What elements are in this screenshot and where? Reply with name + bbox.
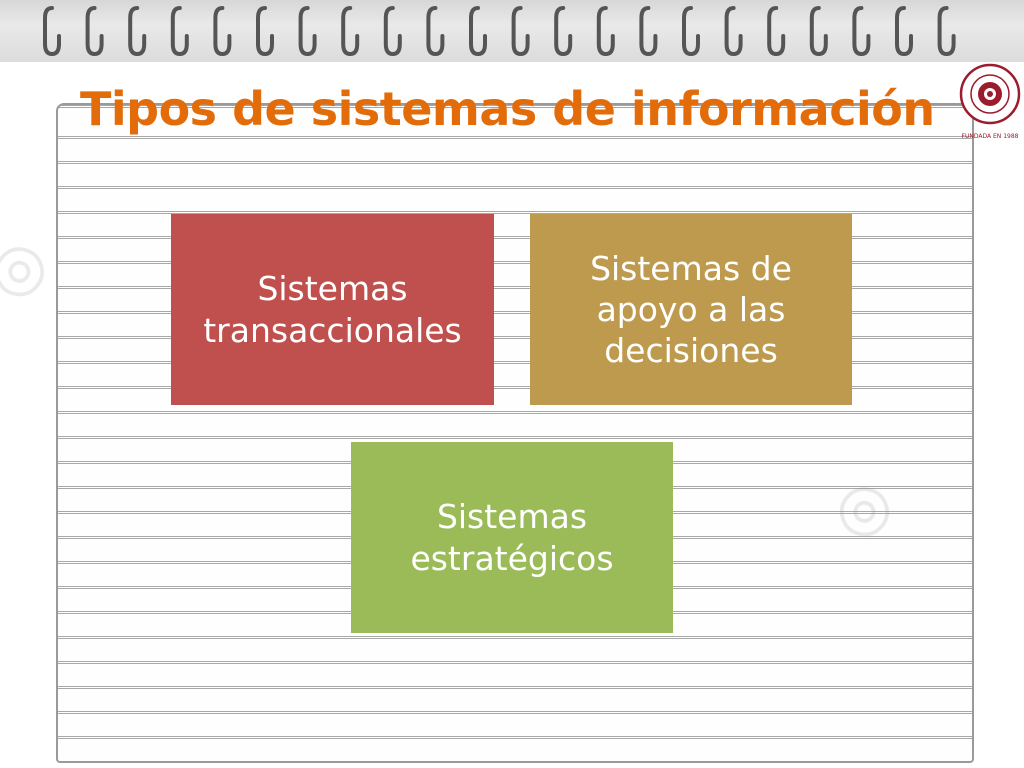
spiral-ring: [85, 6, 104, 57]
box-sistemas-apoyo-decisiones: Sistemas de apoyo a las decisiones: [530, 214, 852, 405]
university-seal-logo: FUNDADA EN 1988: [959, 63, 1021, 140]
box-sistemas-transaccionales: Sistemas transaccionales: [171, 214, 494, 405]
spiral-ring: [767, 6, 786, 57]
spiral-ring: [213, 6, 232, 57]
spiral-ring: [554, 6, 573, 57]
spiral-ring: [724, 6, 743, 57]
spiral-ring: [682, 6, 700, 57]
spiral-ring: [639, 6, 658, 57]
watermark-left: ◎: [0, 222, 60, 312]
spiral-ring: [426, 6, 445, 57]
spiral-ring: [128, 6, 147, 57]
spiral-ring: [511, 6, 530, 57]
spiral-ring: [596, 6, 615, 57]
spiral-ring: [469, 6, 487, 57]
spiral-ring: [809, 6, 828, 57]
spiral-ring: [895, 6, 913, 57]
slide-title: Tipos de sistemas de información: [80, 82, 935, 136]
spiral-ring: [852, 6, 871, 57]
notebook-paper: [56, 103, 974, 763]
box-sistemas-estrategicos: Sistemas estratégicos: [351, 442, 673, 633]
spiral-ring: [383, 6, 402, 57]
spiral-ring: [341, 6, 360, 57]
spiral-ring: [937, 6, 956, 57]
spiral-ring: [170, 6, 189, 57]
spiral-ring: [298, 6, 317, 57]
logo-founded-text: FUNDADA EN 1988: [962, 133, 1019, 140]
spiral-ring: [256, 6, 274, 57]
spiral-ring: [43, 6, 61, 57]
spiral-rings: [43, 6, 956, 57]
